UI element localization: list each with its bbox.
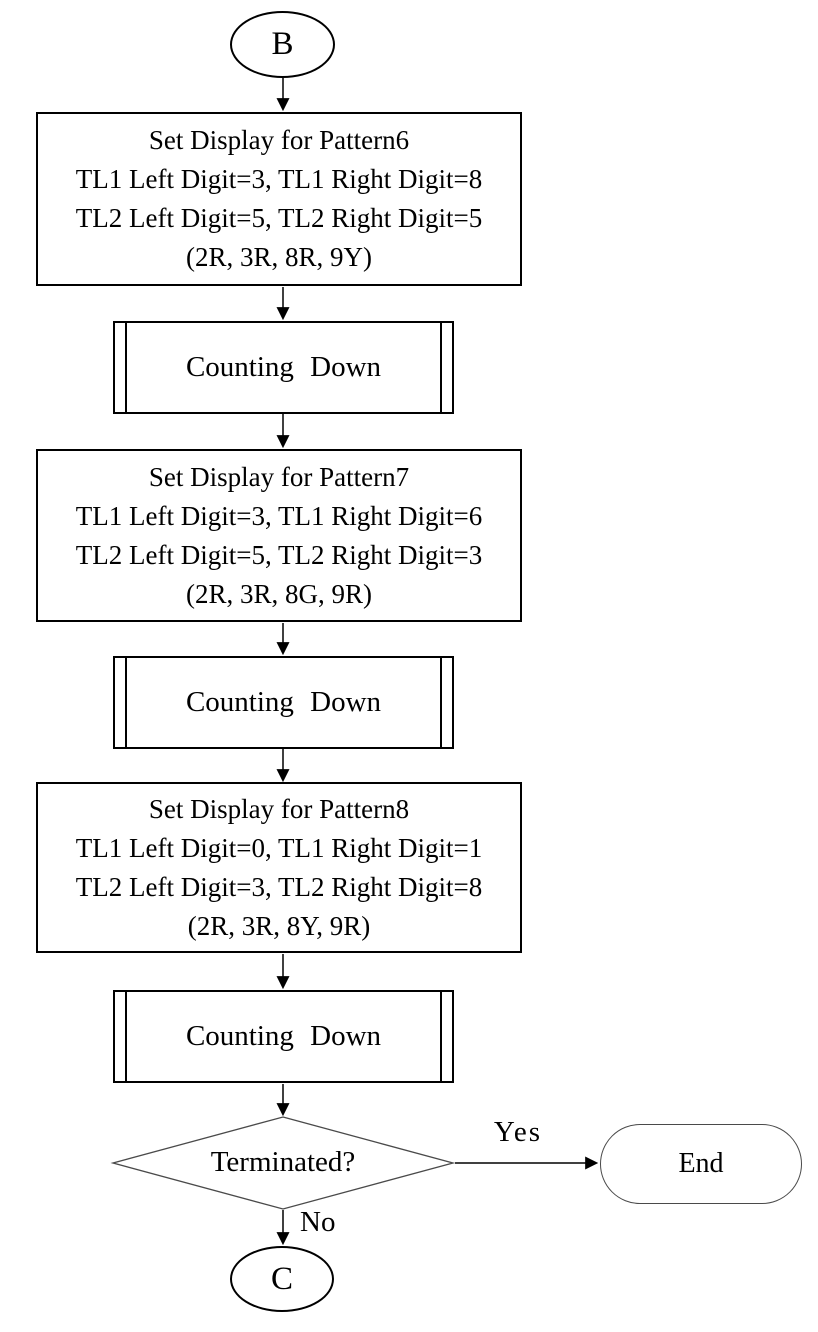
connector-b-label: B	[271, 26, 294, 62]
counting-down-2-label: Counting Down	[185, 686, 382, 718]
connector-b: B	[230, 11, 335, 78]
terminal-end: End	[600, 1124, 802, 1204]
pattern7-title: Set Display for Pattern7	[148, 461, 410, 492]
pattern8-tl2: TL2 Left Digit=3, TL2 Right Digit=8	[75, 871, 483, 902]
pattern6-tl2: TL2 Left Digit=5, TL2 Right Digit=5	[75, 203, 483, 233]
connector-c-label: C	[270, 1260, 293, 1297]
predefined-counting-down-2: Counting Down	[113, 656, 454, 749]
decision-terminated-label: Terminated?	[210, 1146, 356, 1178]
pattern8-lights: (2R, 3R, 8Y, 9R)	[187, 910, 371, 941]
process-pattern7: Set Display for Pattern7 TL1 Left Digit=…	[36, 449, 522, 622]
counting-down-3-label: Counting Down	[185, 1020, 382, 1052]
terminal-end-label: End	[678, 1148, 724, 1179]
process-pattern6: Set Display for Pattern6 TL1 Left Digit=…	[36, 112, 522, 286]
pattern8-title: Set Display for Pattern8	[148, 793, 410, 824]
yes-edge-label: Yes	[493, 1116, 543, 1148]
pattern6-tl1: TL1 Left Digit=3, TL1 Right Digit=8	[75, 164, 483, 194]
decision-diamond-shape	[110, 1116, 456, 1210]
predefined-counting-down-3: Counting Down	[113, 990, 454, 1083]
pattern8-tl1: TL1 Left Digit=0, TL1 Right Digit=1	[75, 832, 483, 863]
pattern7-lights: (2R, 3R, 8G, 9R)	[185, 578, 372, 609]
no-edge-label: No	[300, 1206, 336, 1238]
connector-c: C	[230, 1246, 334, 1312]
pattern7-tl2: TL2 Left Digit=5, TL2 Right Digit=3	[75, 539, 483, 570]
pattern6-lights: (2R, 3R, 8R, 9Y)	[185, 242, 372, 272]
predefined-counting-down-1: Counting Down	[113, 321, 454, 414]
pattern7-tl1: TL1 Left Digit=3, TL1 Right Digit=6	[75, 500, 483, 531]
pattern6-title: Set Display for Pattern6	[148, 125, 410, 155]
process-pattern8: Set Display for Pattern8 TL1 Left Digit=…	[36, 782, 522, 953]
counting-down-1-label: Counting Down	[185, 351, 382, 383]
